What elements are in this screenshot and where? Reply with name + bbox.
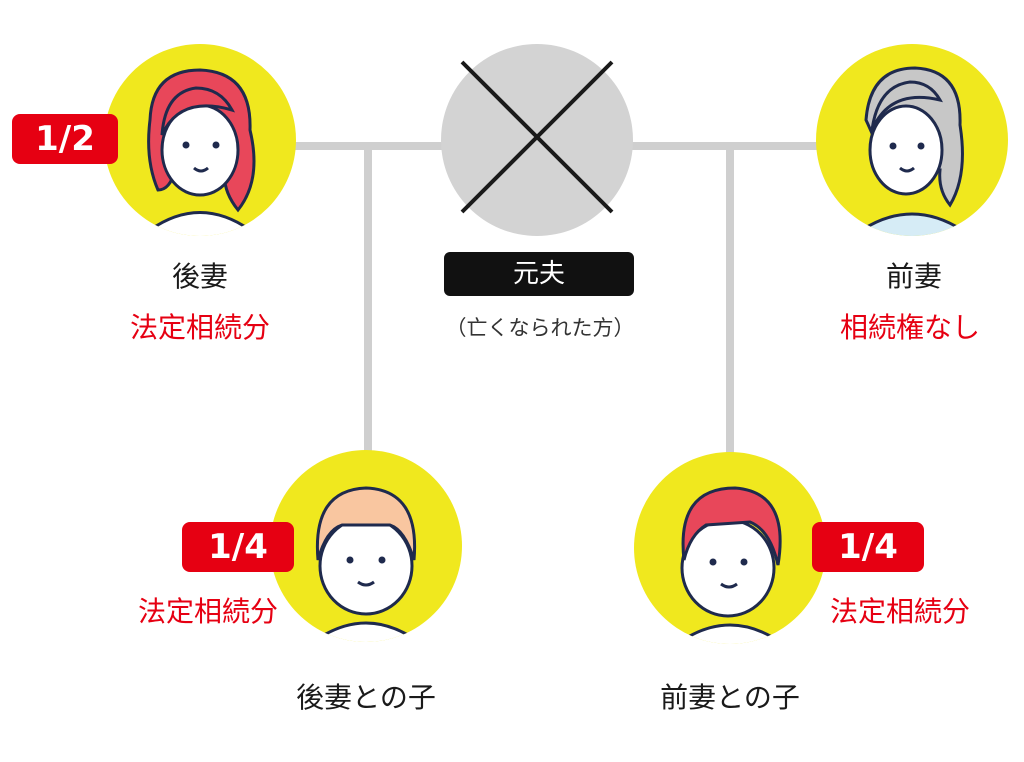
child-second-avatar [270, 450, 462, 642]
deceased-name-tag: 元夫 [444, 252, 634, 296]
child-first-share-badge: 1/4 [812, 522, 924, 572]
first-wife-avatar [816, 44, 1008, 236]
child-first-avatar [634, 452, 826, 644]
connector-lines [290, 142, 820, 462]
child-first-name: 前妻との子 [660, 681, 800, 714]
second-wife-share-badge: 1/2 [12, 114, 118, 164]
child-second-share-badge: 1/4 [182, 522, 294, 572]
first-wife-status: 相続権なし [839, 311, 980, 344]
second-wife-status: 法定相続分 [129, 311, 270, 344]
second-wife-avatar [104, 44, 296, 236]
deceased-crossed-circle [441, 44, 633, 236]
child-second-name: 後妻との子 [296, 681, 436, 714]
child-second-status: 法定相続分 [137, 595, 278, 628]
first-wife-name: 前妻 [885, 260, 942, 293]
second-wife-name: 後妻 [171, 260, 228, 293]
child-first-status: 法定相続分 [829, 595, 970, 628]
deceased-note: （亡くなられた方） [445, 316, 635, 340]
